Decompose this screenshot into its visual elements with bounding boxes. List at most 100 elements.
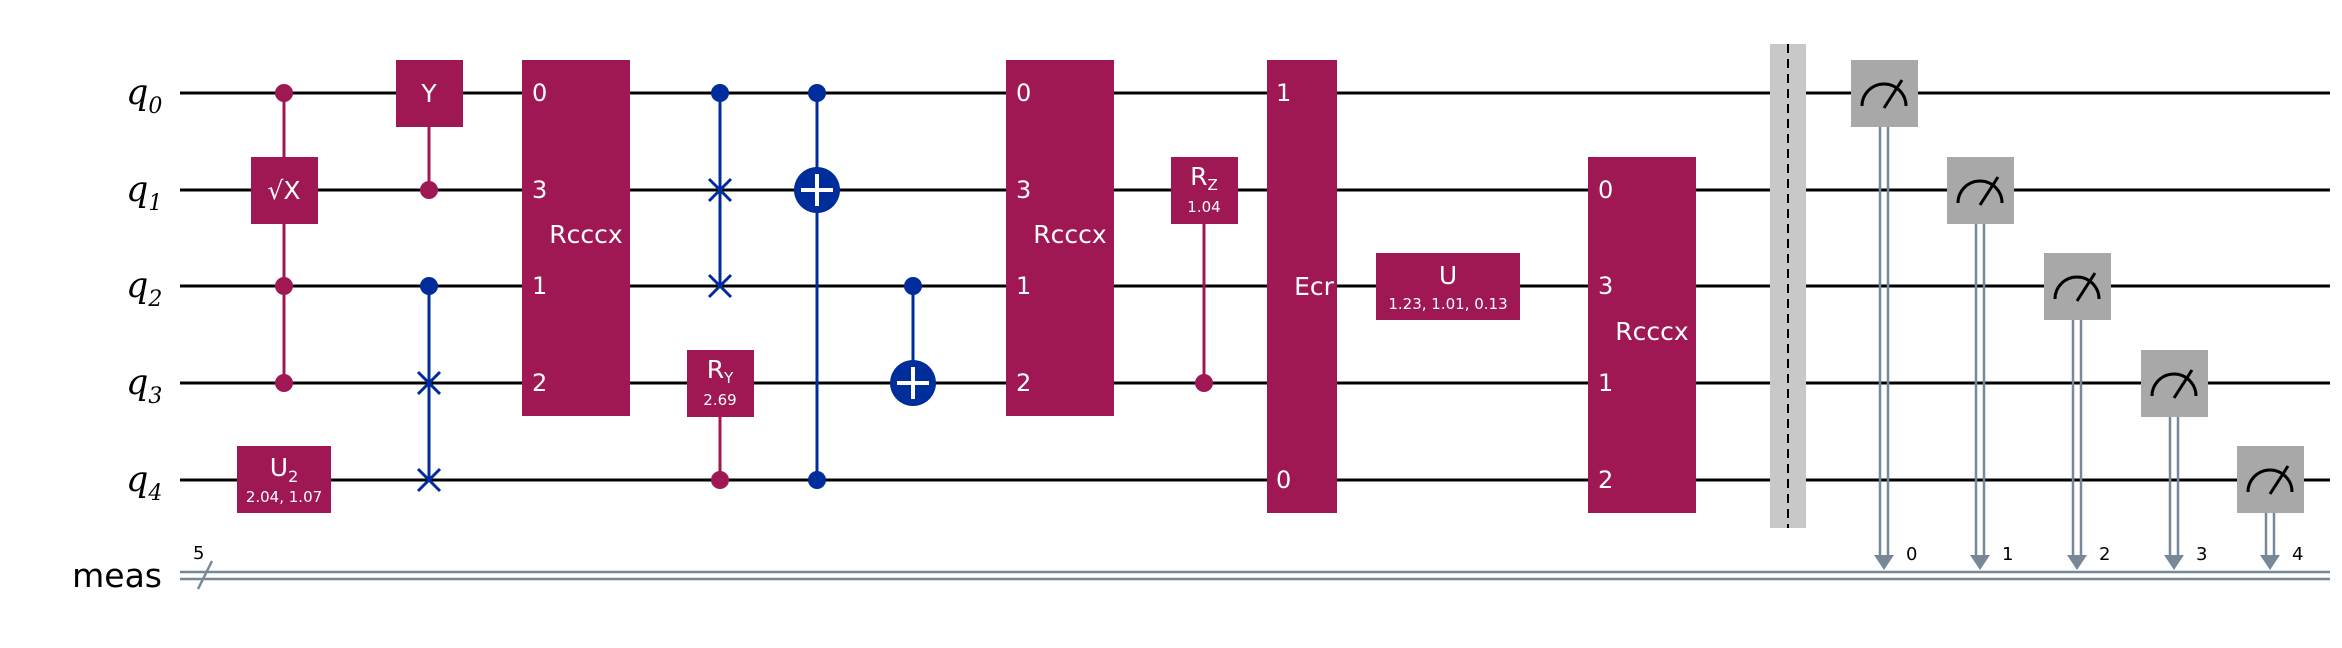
- controlled-sx-gate: √X: [251, 84, 318, 392]
- control-dot-q0: [275, 84, 293, 102]
- measure-bit-label: 0: [1906, 544, 1917, 565]
- u2-gate-label: U2: [270, 453, 299, 486]
- barrier: [1770, 44, 1806, 528]
- measure-q1: 1: [1947, 157, 2014, 570]
- wire-label-q0: q0: [126, 73, 162, 119]
- controlled-rz-gate: RZ 1.04: [1171, 157, 1238, 392]
- pin-label: 1: [1598, 369, 1613, 397]
- measure-box: [2141, 350, 2208, 417]
- u-gate-params: 1.23, 1.01, 0.13: [1388, 295, 1507, 313]
- meter-icon: [2246, 468, 2294, 493]
- cnot-gate-1: [794, 84, 840, 489]
- controlled-ry-gate: RY 2.69: [687, 350, 754, 489]
- measure-bit-label: 2: [2099, 544, 2110, 565]
- wire-label-q3: q3: [126, 363, 162, 409]
- pin-label: 2: [532, 369, 547, 397]
- ry-gate-params: 2.69: [703, 391, 736, 409]
- control-dot-q4: [808, 471, 826, 489]
- meter-needle: [2268, 465, 2290, 495]
- y-gate-label: Y: [420, 79, 437, 108]
- meter-needle: [1882, 79, 1904, 109]
- ecr-gate-label: Ecr: [1294, 272, 1335, 301]
- measure-arrow: [1970, 555, 1990, 570]
- pin-label: 1: [1016, 272, 1031, 300]
- measure-q3: 3: [2141, 350, 2208, 570]
- control-dot-q2: [275, 277, 293, 295]
- measurements: 0 1 2 3: [1851, 60, 2304, 570]
- u-gate-box: [1376, 253, 1520, 320]
- control-dot-q0: [711, 84, 729, 102]
- rcccx-gate-1: 0 3 1 2 Rcccx: [522, 60, 630, 416]
- qubit-wires: [180, 91, 2330, 482]
- wire-labels: q0 q1 q2 q3 q4 meas: [72, 73, 162, 595]
- control-dot-q4: [711, 471, 729, 489]
- rcccx-gate-2: 0 3 1 2 Rcccx: [1006, 60, 1114, 416]
- rcccx-gate-label: Rcccx: [1615, 317, 1688, 346]
- swap-cross-q4: [416, 467, 442, 493]
- rcccx-gate-box: [1588, 157, 1696, 513]
- rz-gate-label: RZ: [1190, 162, 1218, 194]
- classical-register: 5: [180, 543, 2330, 590]
- pin-label: 3: [1598, 272, 1613, 300]
- swap-cross-q3: [416, 370, 442, 396]
- cnot-gate-2: [890, 277, 936, 406]
- pin-label: 2: [1016, 369, 1031, 397]
- pin-label: 3: [532, 176, 547, 204]
- wire-label-meas: meas: [72, 556, 162, 595]
- pin-label: 0: [532, 79, 547, 107]
- measure-box: [1947, 157, 2014, 224]
- controlled-swap-gate-2: [707, 84, 733, 299]
- meter-needle: [2172, 369, 2194, 399]
- control-dot-q0: [808, 84, 826, 102]
- measure-arrow: [2260, 555, 2280, 570]
- meter-icon: [1956, 179, 2004, 204]
- meter-icon: [2150, 372, 2198, 397]
- measure-bit-label: 3: [2196, 544, 2207, 565]
- wire-label-q2: q2: [126, 266, 162, 312]
- meter-icon: [2053, 275, 2101, 300]
- pin-label: 1: [1276, 79, 1291, 107]
- controlled-swap-gate: [416, 277, 442, 493]
- swap-cross-q1: [707, 177, 733, 203]
- u2-gate-box: [237, 446, 331, 513]
- rcccx-gate-label: Rcccx: [549, 220, 622, 249]
- pin-label: 1: [532, 272, 547, 300]
- measure-arrow: [2164, 555, 2184, 570]
- u-gate: U 1.23, 1.01, 0.13: [1376, 253, 1520, 320]
- u-gate-label: U: [1439, 261, 1457, 290]
- pin-label: 0: [1016, 79, 1031, 107]
- sx-gate-label: √X: [267, 176, 300, 205]
- pin-label: 3: [1016, 176, 1031, 204]
- measure-box: [1851, 60, 1918, 127]
- measure-q0: 0: [1851, 60, 1918, 570]
- control-dot-q2: [904, 277, 922, 295]
- measure-q2: 2: [2044, 253, 2111, 570]
- pin-label: 0: [1598, 176, 1613, 204]
- rcccx-gate-3: 0 3 1 2 Rcccx: [1588, 157, 1696, 513]
- measure-bit-label: 4: [2292, 544, 2303, 565]
- swap-cross-q2: [707, 273, 733, 299]
- control-dot-q2: [420, 277, 438, 295]
- ry-gate-label: RY: [707, 355, 734, 387]
- control-dot-q1: [420, 181, 438, 199]
- classical-bundle-slash: [196, 560, 214, 590]
- rcccx-gate-label: Rcccx: [1033, 220, 1106, 249]
- u2-gate-params: 2.04, 1.07: [246, 488, 322, 506]
- sx-gate-box: [251, 157, 318, 224]
- ecr-gate: 1 0 Ecr: [1267, 60, 1337, 513]
- meter-needle: [2075, 272, 2097, 302]
- pin-label: 0: [1276, 466, 1291, 494]
- rz-gate-params: 1.04: [1187, 198, 1220, 216]
- pin-label: 2: [1598, 466, 1613, 494]
- rcccx-gate-box: [522, 60, 630, 416]
- measure-bit-label: 1: [2002, 544, 2013, 565]
- measure-arrow: [1874, 555, 1894, 570]
- wire-label-q4: q4: [126, 460, 162, 506]
- meter-needle: [1978, 176, 2000, 206]
- measure-arrow: [2067, 555, 2087, 570]
- ecr-gate-box: [1267, 60, 1337, 513]
- measure-box: [2237, 446, 2304, 513]
- meter-icon: [1860, 82, 1908, 107]
- classical-width-label: 5: [193, 543, 204, 564]
